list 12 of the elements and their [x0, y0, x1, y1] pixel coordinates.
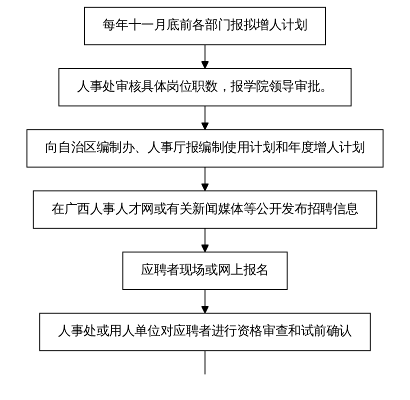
- arrow: [200, 105, 210, 130]
- node-box: 人事处或用人单位对应聘者进行资格审查和试前确认: [39, 312, 371, 352]
- arrow: [200, 44, 210, 69]
- node-box: 应聘者现场或网上报名: [122, 252, 288, 290]
- arrow: [200, 166, 210, 192]
- node-box: 在广西人事人才网或有关新闻媒体等公开发布招聘信息: [32, 190, 378, 229]
- node-box: 每年十一月底前各部门报拟增人计划: [84, 6, 326, 46]
- connector: [204, 350, 206, 375]
- arrow: [200, 228, 210, 252]
- node-box: 向自治区编制办、人事厅报编制使用计划和年度增人计划: [26, 129, 384, 168]
- node-box: 人事处审核具体岗位职数，报学院领导审批。: [58, 68, 352, 106]
- arrow: [200, 289, 210, 314]
